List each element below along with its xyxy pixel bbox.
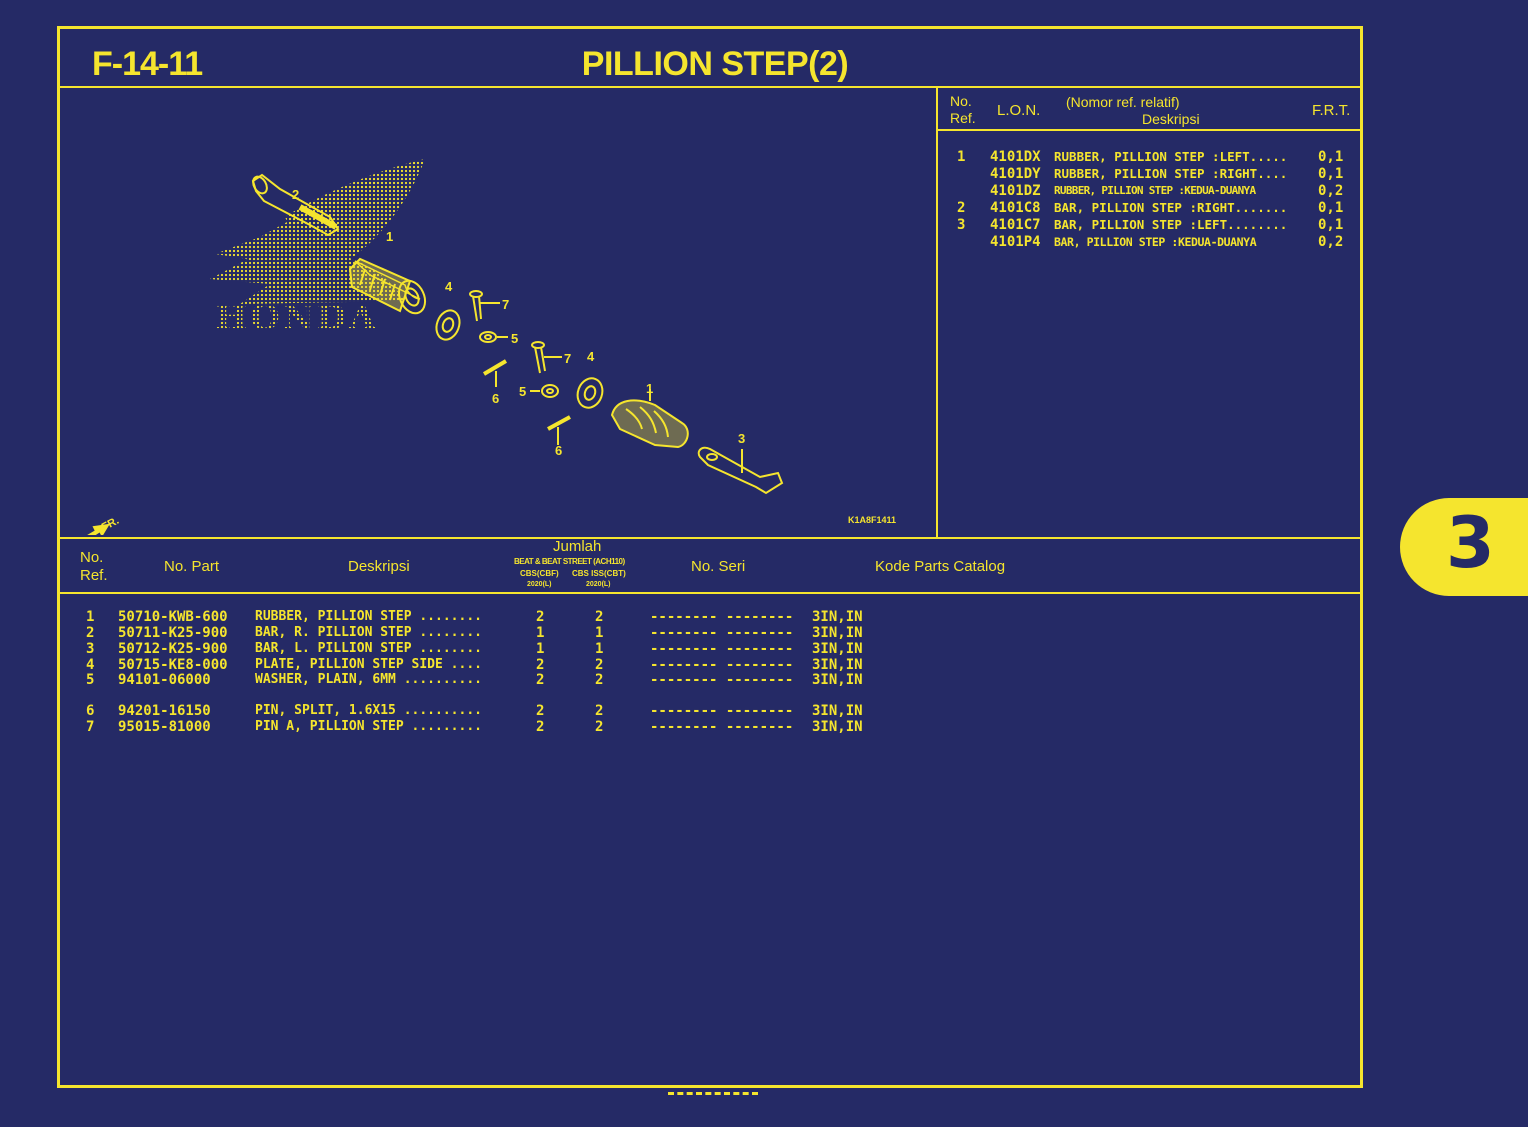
callout-6-lower: 6 <box>555 443 562 458</box>
table-row: 4101DY RUBBER, PILLION STEP :RIGHT.... 0… <box>990 166 1344 182</box>
parts-col-variant-a: CBS(CBF) <box>520 569 559 578</box>
honda-logo-text: HONDA <box>215 298 379 338</box>
ref-header-divider <box>938 129 1360 131</box>
direction-label: FR. <box>100 515 121 534</box>
split-pin-lower <box>547 415 571 445</box>
callout-7-lower: 7 <box>564 351 571 366</box>
diagram-bottom-divider <box>60 537 1360 539</box>
parts-header-divider <box>60 592 1360 594</box>
pin-a-lower <box>531 341 562 374</box>
pillion-rubber-lower <box>610 389 689 449</box>
ref-col-frt: F.R.T. <box>1312 102 1351 119</box>
pillion-rubber-upper <box>348 257 427 315</box>
table-row: 2 50711-K25-900 BAR, R. PILLION STEP ...… <box>86 625 863 641</box>
pin-a-upper <box>469 290 500 322</box>
callout-5-upper: 5 <box>511 331 518 346</box>
ref-col-nomor: (Nomor ref. relatif) <box>1066 94 1180 110</box>
figure-code: K1A8F1411 <box>848 515 896 525</box>
parts-col-nopart: No. Part <box>164 558 220 575</box>
parts-col-jumlah: Jumlah <box>553 538 602 555</box>
honda-wing-logo <box>210 159 425 304</box>
pillion-bar-left <box>697 446 784 495</box>
exploded-parts-diagram: HONDA <box>87 159 896 535</box>
callout-1-lower: 1 <box>646 381 653 396</box>
table-row: 2 4101C8 BAR, PILLION STEP :RIGHT.......… <box>957 200 1344 216</box>
callout-5-lower: 5 <box>519 384 526 399</box>
parts-col-kode: Kode Parts Catalog <box>875 558 1006 575</box>
side-plate-upper <box>435 309 461 341</box>
callout-7-upper: 7 <box>502 297 509 312</box>
side-plate-lower <box>576 377 604 409</box>
callout-4-upper: 4 <box>445 279 453 294</box>
callout-1-upper: 1 <box>386 229 393 244</box>
table-row: 3 4101C7 BAR, PILLION STEP :LEFT........… <box>957 217 1344 233</box>
washer-lower <box>530 384 559 398</box>
section-tab-label: 3 <box>1446 502 1495 584</box>
split-pin-upper <box>482 359 508 387</box>
diagram-ref-divider <box>936 87 938 537</box>
table-row: 1 4101DX RUBBER, PILLION STEP :LEFT.....… <box>957 149 1344 165</box>
table-row: 3 50712-K25-900 BAR, L. PILLION STEP ...… <box>86 641 863 657</box>
parts-col-noseri: No. Seri <box>691 558 746 575</box>
parts-col-noref: No. Ref. <box>80 549 108 584</box>
ref-col-lon: L.O.N. <box>997 102 1041 119</box>
table-row: 4101DZ RUBBER, PILLION STEP :KEDUA-DUANY… <box>990 183 1344 199</box>
section-tab[interactable]: 3 <box>1400 498 1528 596</box>
table-row: 5 94101-06000 WASHER, PLAIN, 6MM .......… <box>86 672 863 688</box>
table-row: 4 50715-KE8-000 PLATE, PILLION STEP SIDE… <box>86 657 863 673</box>
section-code: F-14-11 <box>92 45 203 83</box>
callout-4-lower: 4 <box>587 349 595 364</box>
pillion-bar-right <box>251 173 340 237</box>
callout-3: 3 <box>738 431 745 446</box>
table-row: 1 50710-KWB-600 RUBBER, PILLION STEP ...… <box>86 609 863 625</box>
ref-col-deskripsi: Deskripsi <box>1142 111 1200 127</box>
table-row: 6 94201-16150 PIN, SPLIT, 1.6X15 .......… <box>86 703 863 719</box>
callout-2: 2 <box>292 187 299 202</box>
front-direction-arrow <box>87 523 110 535</box>
parts-col-model: BEAT & BEAT STREET (ACH110) <box>514 557 625 566</box>
table-row: 7 95015-81000 PIN A, PILLION STEP ......… <box>86 719 863 735</box>
header-divider <box>60 86 1360 88</box>
callout-6-upper: 6 <box>492 391 499 406</box>
parts-col-variant-b: CBS ISS(CBT) <box>572 569 626 578</box>
ref-col-noref: No. Ref. <box>950 93 976 126</box>
parts-col-year-b: 2020(L) <box>586 581 611 588</box>
parts-col-year-a: 2020(L) <box>527 581 552 588</box>
footer-date-mark <box>668 1092 758 1099</box>
page-title: PILLION STEP(2) <box>581 45 849 83</box>
table-row: 4101P4 BAR, PILLION STEP :KEDUA-DUANYA 0… <box>990 234 1344 250</box>
washer-upper <box>479 331 508 343</box>
parts-col-deskripsi: Deskripsi <box>348 558 410 575</box>
catalog-page-frame: F-14-11 PILLION STEP(2) HONDA <box>57 26 1363 1088</box>
